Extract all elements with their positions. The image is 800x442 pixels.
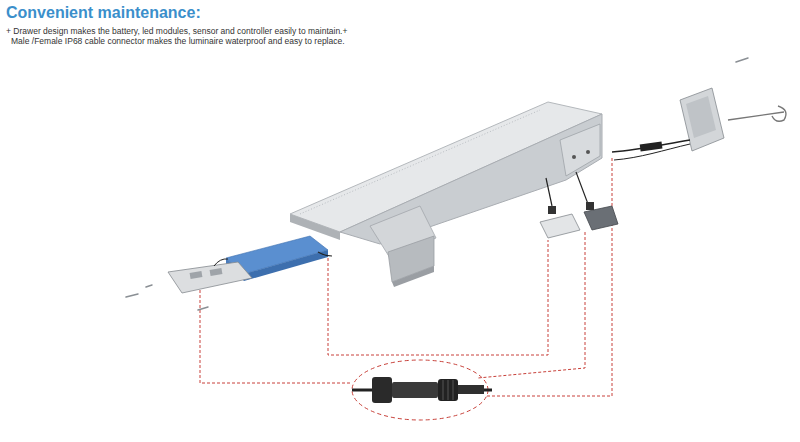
left-end-cap	[168, 262, 252, 293]
controller-end-cap	[640, 141, 663, 151]
ip68-connector	[372, 377, 392, 403]
hanging-module	[546, 178, 552, 206]
lamp-body	[586, 150, 590, 154]
page-title: Convenient maintenance:	[6, 4, 201, 22]
pole-mount	[370, 206, 436, 287]
left-end-cap	[168, 259, 252, 293]
hanging-module	[576, 172, 588, 204]
hanging-module	[540, 214, 580, 238]
lamp-body	[560, 124, 600, 176]
screw	[126, 58, 748, 310]
lamp-body	[300, 110, 540, 214]
screw	[736, 58, 748, 62]
battery	[318, 252, 332, 256]
screw	[198, 307, 208, 310]
lamp-body	[572, 155, 576, 159]
hanging-module	[540, 172, 618, 238]
screw	[126, 294, 138, 297]
wiring-dashed-line	[328, 240, 548, 355]
description-note: Male /Female IP68 cable connector makes …	[11, 36, 345, 46]
ip68-connector	[438, 379, 458, 401]
lamp-body	[290, 214, 340, 240]
hook-bolt	[728, 112, 784, 120]
ip68-connector	[352, 360, 492, 420]
left-end-cap	[210, 268, 223, 276]
battery	[244, 250, 328, 281]
ip68-connector	[352, 360, 488, 420]
wiring-dashed-line	[478, 232, 585, 378]
hanging-module	[586, 202, 594, 210]
ip68-connector	[352, 389, 372, 392]
hook-bolt	[772, 106, 786, 121]
ip68-connector	[443, 380, 444, 400]
controller-end-cap	[612, 88, 724, 160]
left-end-cap	[190, 271, 203, 279]
ip68-connector	[484, 389, 492, 392]
controller-end-cap	[612, 140, 690, 152]
hook-bolt	[728, 106, 786, 121]
wiring-dashed-line	[200, 290, 352, 383]
ip68-connector	[448, 380, 449, 400]
pole-mount	[392, 266, 434, 287]
ip68-connector	[392, 382, 438, 398]
left-end-cap	[214, 259, 228, 266]
lamp-body	[290, 102, 602, 244]
ip68-connector	[453, 380, 454, 400]
screw	[146, 285, 152, 287]
hanging-module	[548, 206, 556, 214]
controller-end-cap	[680, 88, 724, 151]
description-note: + Drawer design makes the battery, led m…	[6, 26, 347, 36]
controller-end-cap	[686, 96, 716, 138]
ip68-connector	[458, 385, 484, 394]
